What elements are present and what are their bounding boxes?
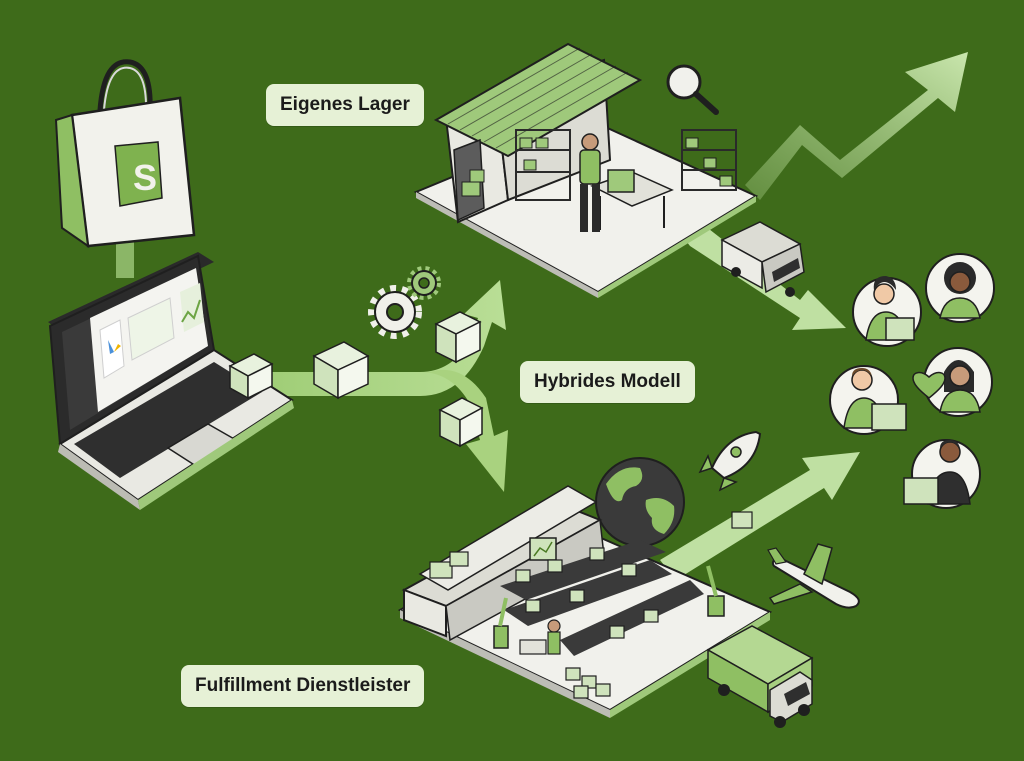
airplane-icon [767,543,860,609]
growth-arrow-icon [745,52,968,200]
heart-icon [912,371,946,399]
delivery-van-icon [720,221,805,297]
warehouse-icon [413,42,759,298]
fulfillment-provider-label: Fulfillment Dienstleister [181,665,425,707]
gear-icon [368,266,441,339]
customer-avatar-icon [829,253,995,509]
truck-icon [706,625,814,728]
magnifier-icon [666,64,719,115]
shopify-bag-icon: S [54,59,196,278]
own-warehouse-label: Eigenes Lager [266,84,424,126]
fulfillment-center-icon [397,485,773,718]
package-icon [228,311,484,448]
svg-text:S: S [133,157,157,198]
hybrid-model-label: Hybrides Modell [520,361,695,403]
fulfillment-to-customers-arrow [660,452,860,580]
rocket-icon [698,430,762,492]
globe-icon [595,457,685,547]
